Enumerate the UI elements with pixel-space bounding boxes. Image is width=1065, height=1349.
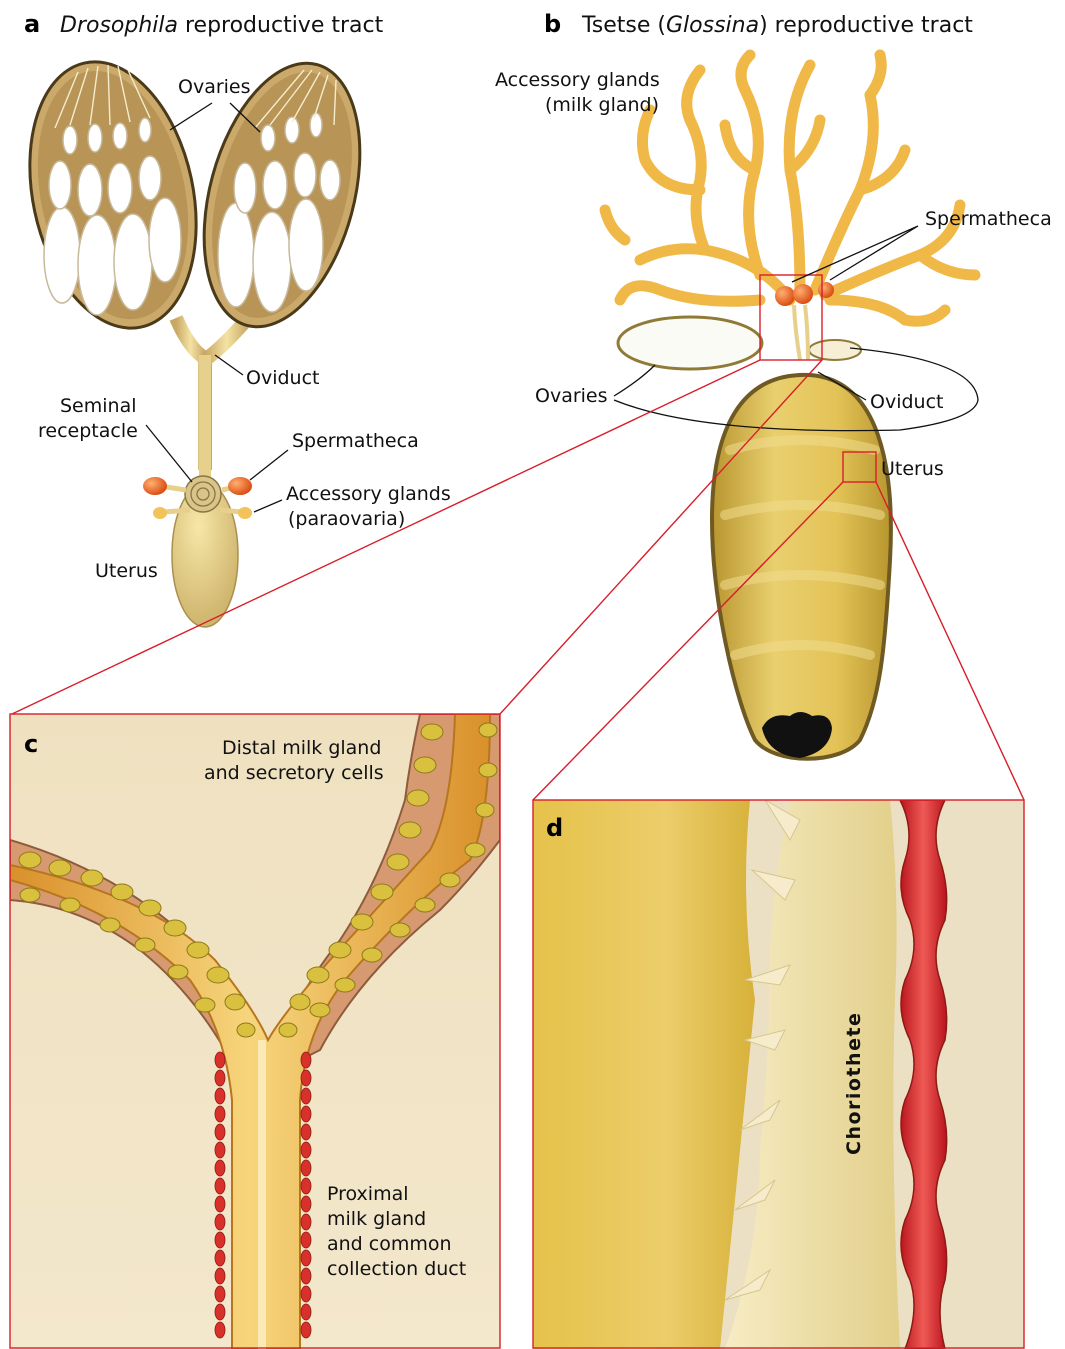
label-seminal-line1: Seminal — [60, 395, 137, 417]
milk-gland-tubules — [605, 55, 975, 321]
panel-c-letter: c — [24, 730, 38, 758]
label-spermatheca-b: Spermatheca — [925, 208, 1052, 230]
label-proximal-line1: Proximal — [327, 1183, 409, 1205]
label-ovaries-a: Ovaries — [178, 76, 251, 98]
label-accessory-b-line1: Accessory glands — [495, 69, 660, 91]
paraovaria-right — [238, 507, 252, 519]
ovary-left-b — [618, 317, 762, 369]
spermatheca-right — [228, 477, 252, 495]
label-choriothete: Choriothete — [843, 1012, 865, 1155]
panel-b-letter: b — [544, 10, 561, 38]
spermatheca-left — [143, 477, 167, 495]
label-seminal-line2: receptacle — [38, 420, 138, 442]
label-accessory-b-line2: (milk gland) — [545, 94, 659, 116]
paraovaria-left — [153, 507, 167, 519]
label-oviduct-b: Oviduct — [870, 391, 943, 413]
uterus-b — [712, 375, 891, 759]
label-accessory-a-line2: (paraovaria) — [288, 508, 405, 530]
panel-b-title-pre: Tsetse ( — [581, 13, 666, 38]
label-distal-line1: Distal milk gland — [222, 737, 381, 759]
label-uterus-b: Uterus — [881, 458, 944, 480]
label-ovaries-b: Ovaries — [535, 385, 608, 407]
panel-b-title-italic: Glossina — [666, 13, 759, 38]
panel-d: d Choriothete — [533, 800, 1024, 1349]
panel-b: b Tsetse (Glossina) reproductive tract — [495, 10, 1052, 759]
spermatheca-b-2 — [793, 284, 813, 304]
spermatheca-ducts-b — [794, 305, 808, 360]
seminal-receptacle — [185, 476, 221, 512]
label-spermatheca-a: Spermatheca — [292, 430, 419, 452]
larva-cuticle — [533, 800, 755, 1349]
panel-b-title: Tsetse (Glossina) reproductive tract — [581, 13, 973, 38]
panel-a-title-rest: reproductive tract — [178, 13, 384, 38]
panel-a-title: Drosophila reproductive tract — [60, 13, 384, 38]
panel-a-letter: a — [24, 10, 40, 38]
label-proximal-line4: collection duct — [327, 1258, 466, 1280]
ovary-right-b — [809, 340, 861, 360]
label-oviduct-a: Oviduct — [246, 367, 319, 389]
panel-d-letter: d — [546, 814, 563, 842]
label-proximal-line2: milk gland — [327, 1208, 426, 1230]
leader-oviduct-a — [215, 355, 243, 375]
spermatheca-b-1 — [775, 286, 795, 306]
panel-b-title-post: ) reproductive tract — [759, 13, 973, 38]
leader-spermatheca-b — [792, 226, 918, 282]
leader-spermatheca-a — [250, 450, 288, 480]
leader-accessory-a — [254, 500, 282, 512]
label-distal-line2: and secretory cells — [204, 762, 384, 784]
label-proximal-line3: and common — [327, 1233, 452, 1255]
panel-c: c Distal milk gland and secretory cells … — [10, 714, 500, 1349]
leader-seminal — [146, 425, 192, 482]
panel-a-title-italic: Drosophila — [60, 13, 178, 38]
spermatheca-b-3 — [818, 282, 834, 298]
label-accessory-a-line1: Accessory glands — [286, 483, 451, 505]
label-uterus-a: Uterus — [95, 560, 158, 582]
paraovaria-duct-left — [164, 510, 190, 512]
panel-a: a Drosophila reproductive tract — [7, 10, 451, 627]
